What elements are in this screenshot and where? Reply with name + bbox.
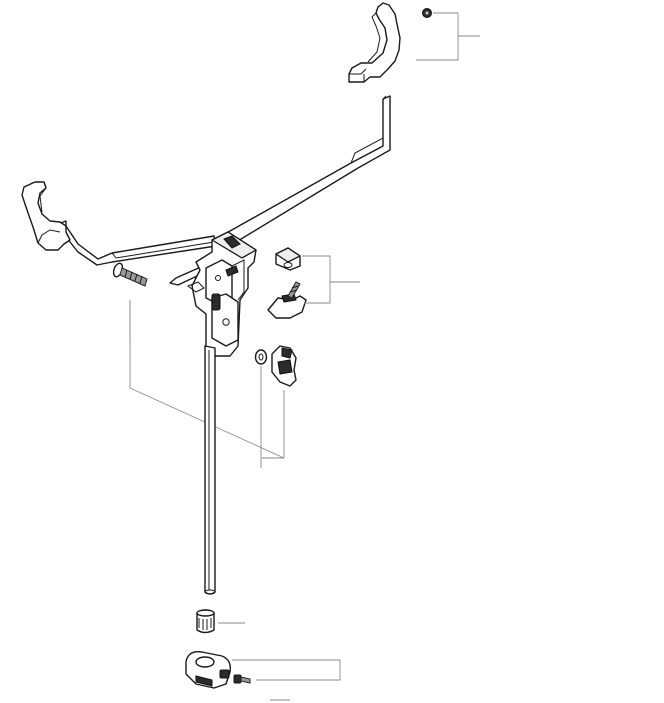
carriage-bolt <box>112 262 148 287</box>
leader-lines-lower <box>129 300 285 468</box>
washer <box>254 349 268 365</box>
right-end-hook <box>348 2 401 83</box>
set-screw <box>233 674 251 684</box>
vertical-tube <box>204 345 216 595</box>
leader-bracket-top <box>416 12 480 61</box>
wing-nut-lower <box>271 345 297 387</box>
leader-bracket-mid <box>302 255 360 304</box>
bracket-clip <box>275 247 301 271</box>
base-clamp <box>185 651 232 689</box>
wing-bolt-upper <box>267 281 307 319</box>
end-cap <box>196 609 215 634</box>
small-nut <box>422 8 432 18</box>
left-end-hook <box>21 181 71 251</box>
leader-bracket-bottom <box>232 659 341 701</box>
clamp-hinge-block <box>186 231 257 357</box>
